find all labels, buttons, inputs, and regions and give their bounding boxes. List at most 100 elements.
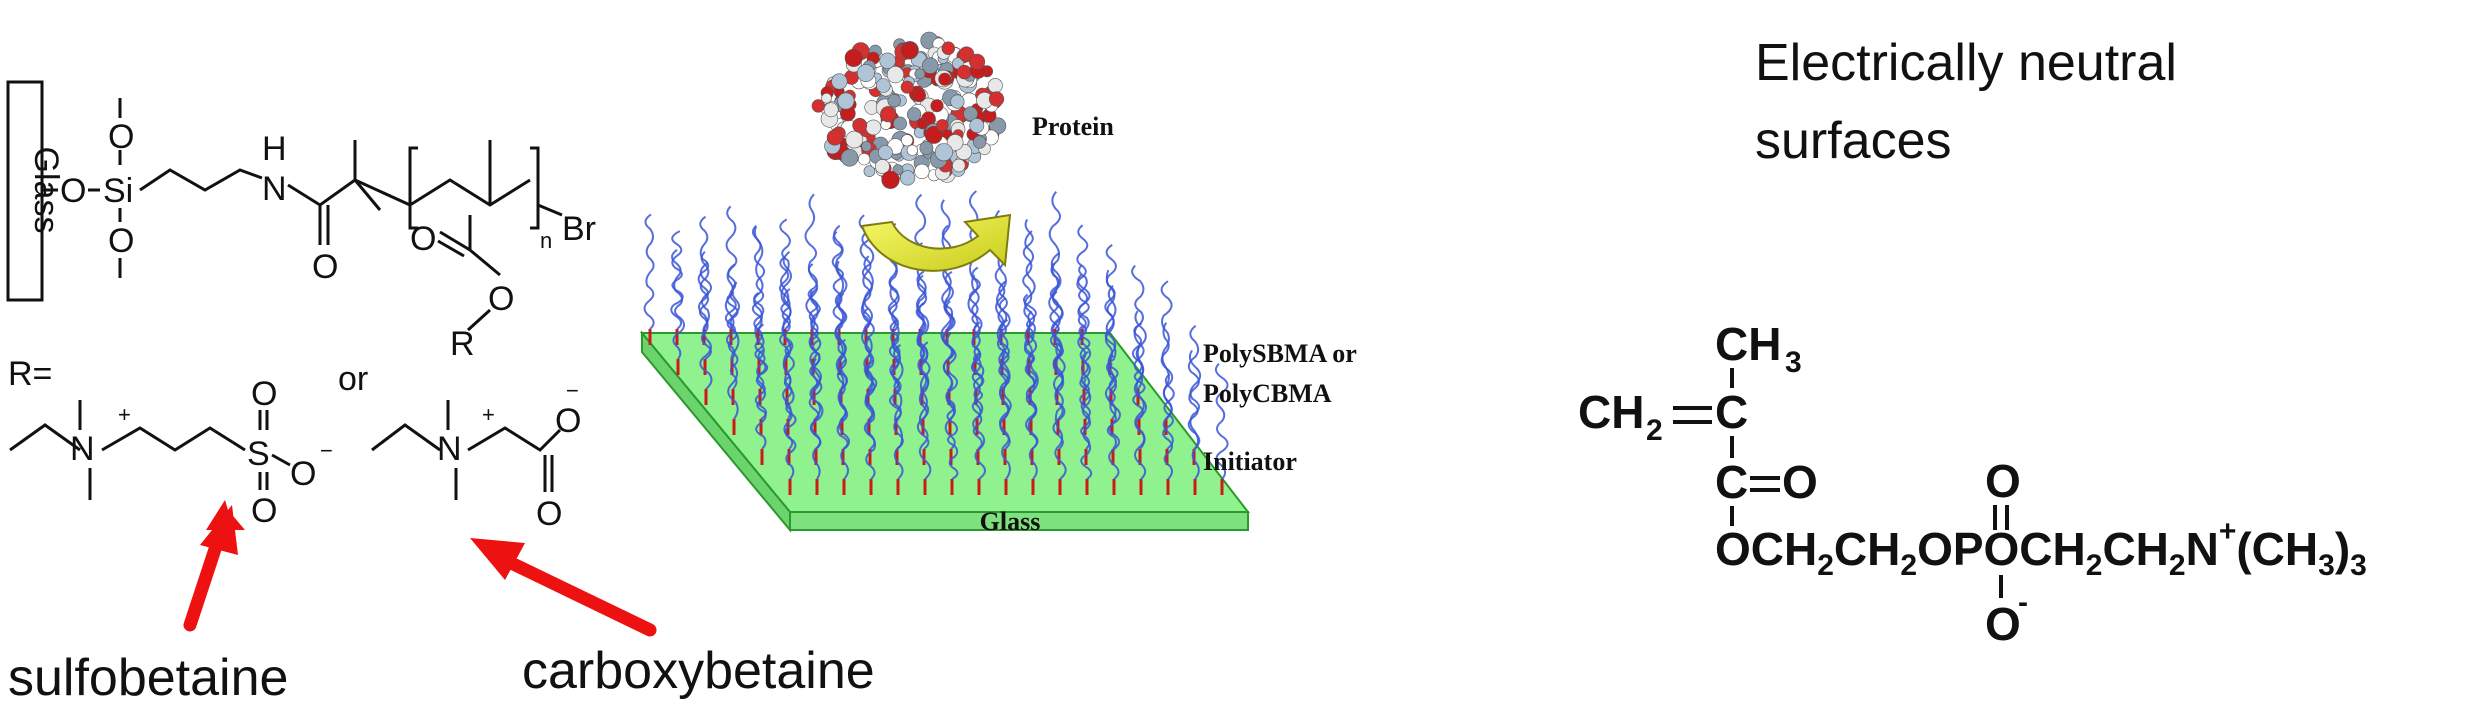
atom-o-ester-carbonyl: O [410, 220, 436, 258]
sulfobetaine-label: sulfobetaine [8, 649, 288, 707]
polymer-chain [698, 250, 712, 360]
silane-structure: Glass O Si O O H N O n Br [6, 80, 596, 363]
sulfo-n: N [70, 430, 95, 468]
polymer-chain [1107, 362, 1121, 480]
polymer-chain [1025, 323, 1039, 450]
protein-atom [831, 73, 848, 90]
protein-atom [916, 117, 929, 130]
polymer-chain [1214, 363, 1229, 480]
sulfobetaine-structure: N + S O O O − [9, 375, 333, 530]
protein-atom [969, 53, 986, 70]
atom-r: R [450, 325, 475, 363]
polymer-chain [1104, 269, 1118, 390]
protein-atom [906, 144, 918, 156]
mpc-chain-ch2b: CH [2102, 523, 2168, 575]
protein-atom [899, 170, 916, 186]
protein-atom [957, 64, 972, 80]
protein-atom [863, 165, 876, 177]
sulfo-n-plus: + [118, 402, 131, 427]
polymer-chain [755, 349, 769, 450]
repel-arrow [860, 213, 1012, 272]
polymer-chain [1162, 373, 1175, 480]
carboxybetaine-label: carboxybetaine [522, 642, 875, 700]
neutral-title-line2: surfaces [1755, 112, 1952, 170]
polymer-chain [726, 291, 739, 390]
protein-atom [930, 99, 944, 113]
mpc-chain-sub3: 2 [2086, 549, 2103, 582]
atom-o-top: O [108, 118, 134, 156]
polymer-chain [1134, 346, 1147, 480]
protein-molecule [811, 31, 1007, 189]
protein-atom [823, 102, 839, 118]
protein-atom [914, 163, 930, 179]
mpc-chain-me-close: ) [2335, 523, 2350, 575]
initiator-label: Initiator [1203, 447, 1297, 476]
polymer-chain [1027, 357, 1039, 480]
protein-atom [941, 41, 955, 55]
protein-atom [875, 159, 890, 174]
polymer-chain [804, 193, 819, 330]
protein-atom [840, 149, 859, 167]
protein-atom [887, 93, 901, 108]
carboxy-minus: − [566, 378, 579, 403]
polymer-chain [863, 337, 876, 450]
polymer-chain [971, 352, 985, 450]
protein-atom [861, 141, 872, 152]
carboxy-n-plus: + [482, 402, 495, 427]
repeat-n: n [540, 228, 552, 253]
protein-atom [914, 68, 926, 80]
mpc-p-o-top: O [1985, 455, 2021, 507]
protein-label: Protein [1032, 112, 1114, 141]
polymer-chain [916, 330, 930, 450]
polymer-chain [944, 332, 959, 450]
protein-atom [852, 118, 868, 133]
protein-atom [952, 158, 966, 173]
protein-atom [881, 170, 900, 189]
mpc-chain-sub2: 2 [1900, 549, 1917, 582]
polymer-chain [1052, 327, 1066, 450]
glass-slab-side [641, 330, 791, 533]
atom-n: N [262, 170, 287, 208]
protein-atom [901, 134, 914, 147]
protein-atom [865, 119, 882, 136]
polymer-chain [998, 349, 1012, 480]
protein-atom [936, 119, 949, 132]
polymer-chain [1053, 342, 1067, 480]
protein-atom [879, 52, 896, 69]
protein-atom [924, 125, 943, 144]
mpc-chain-sub1: 2 [1817, 549, 1834, 582]
mpc-ch2: CH [1578, 386, 1644, 438]
mpc-p: P [1953, 523, 1984, 575]
mpc-chain-me: (CH [2236, 523, 2318, 575]
protein-atom [922, 57, 939, 74]
mpc-ch3-sub: 3 [1785, 346, 1802, 379]
sulfo-o-top: O [251, 375, 277, 413]
polymer-chain [893, 343, 904, 480]
polymer-chain [1106, 355, 1119, 450]
mpc-chain-o2: O [1917, 523, 1953, 575]
protein-atom [844, 48, 863, 67]
protein-atom [826, 129, 843, 146]
mpc-chain-plus: + [2219, 515, 2237, 548]
polymer-label-1: PolySBMA or [1203, 339, 1357, 368]
polymer-chain [971, 356, 986, 480]
polymer-chain [671, 248, 686, 360]
polymer-brushes [643, 190, 1229, 495]
protein-atom [857, 64, 875, 82]
protein-surface-diagram: Glass Protein PolySBMA or PolyCBMA Initi… [639, 31, 1357, 536]
protein-atom [821, 92, 832, 104]
protein-atom [946, 134, 964, 151]
protein-atom [875, 78, 891, 93]
mpc-chain-n: N [2186, 523, 2219, 575]
mpc-chain-o3: OCH [1984, 523, 2086, 575]
polymer-chain [1077, 274, 1092, 390]
polymer-chain [809, 290, 821, 390]
polymer-chain [753, 226, 765, 360]
mpc-chain-sub4: 2 [2169, 549, 2186, 582]
atom-br: Br [562, 210, 596, 248]
protein-atom [919, 141, 934, 155]
mpc-ch2-sub: 2 [1646, 414, 1663, 447]
atom-h: H [262, 130, 287, 168]
sulfobetaine-arrow [183, 500, 245, 632]
